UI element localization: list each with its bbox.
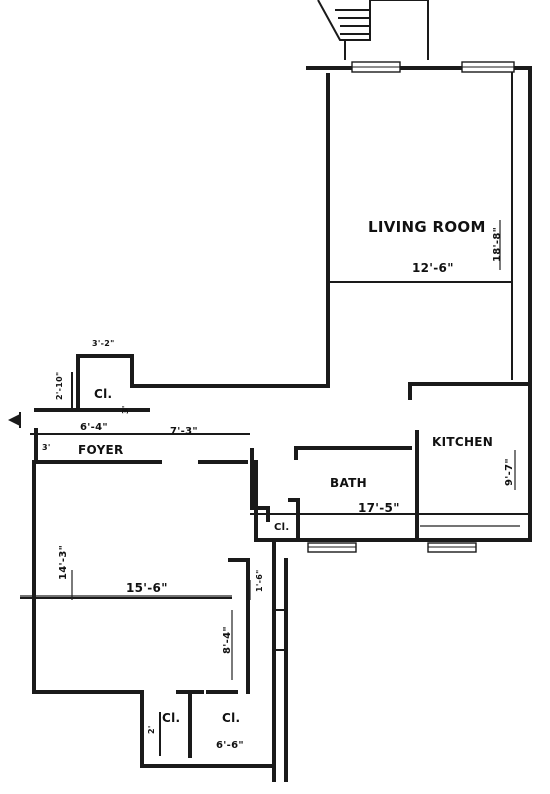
bedroom-closet-left-label: Cl.: [162, 711, 180, 725]
foyer-label: FOYER: [78, 443, 124, 457]
bedroom-closet-right-dim: 6'-6": [216, 740, 244, 751]
living-room-depth: 18'-8": [492, 227, 503, 262]
bedroom-closet-left-dim: 2': [147, 725, 156, 734]
closet-hall-dim: 1'-6": [255, 569, 264, 592]
kitchen-bath-walls: [250, 430, 532, 542]
bedroom-alcove-dim: 8'-4": [222, 626, 233, 654]
living-room-width: 12'-6": [412, 261, 454, 275]
dimension-ticks: [20, 220, 520, 680]
foyer-closet-label: Cl.: [94, 387, 112, 401]
bath-label: BATH: [330, 476, 367, 490]
entry-arrow-icon: [8, 412, 21, 428]
small-dim: 3': [42, 443, 51, 452]
kitchen-depth: 9'-7": [504, 458, 515, 486]
bedroom-walls: [20, 460, 288, 782]
bedroom-depth: 14'-3": [58, 545, 69, 580]
living-room-label: LIVING ROOM: [368, 218, 486, 236]
bedroom-width: 15'-6": [126, 581, 168, 595]
living-room-walls: [130, 66, 532, 542]
foyer-closet-side-dim: 2'-10": [55, 372, 64, 400]
bath-dim: 17'-5": [358, 501, 400, 515]
foyer-closet-inner-dim: 3': [121, 405, 130, 414]
foyer-walls: [30, 354, 250, 464]
windows: [307, 61, 515, 553]
bedroom-closet-right-label: Cl.: [222, 711, 240, 725]
exterior-stair: [317, 0, 429, 60]
bath-closet-label: Cl.: [274, 522, 289, 533]
hall-dim: 7'-3": [170, 426, 198, 437]
foyer-closet-top-dim: 3'-2": [92, 339, 115, 348]
kitchen-label: KITCHEN: [432, 435, 493, 449]
foyer-dim: 6'-4": [80, 422, 108, 433]
